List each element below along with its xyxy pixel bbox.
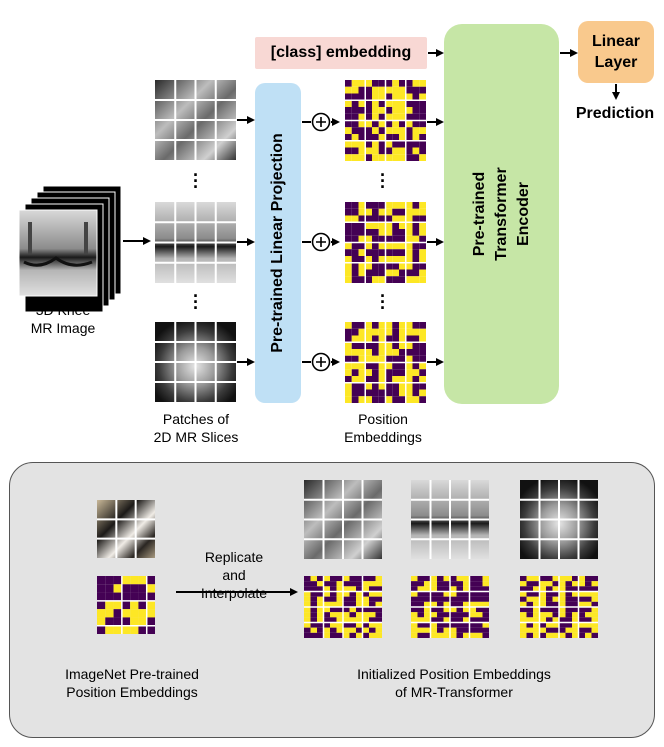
transformer-encoder-box [444, 24, 559, 404]
patch-grid-middle [155, 202, 236, 283]
arrows [123, 49, 620, 596]
circled-plus-icon [311, 352, 331, 372]
mr-slice-grid-3 [520, 480, 598, 559]
position-embedding-grid-bottom [345, 322, 426, 403]
transformer-encoder-text: Pre-trained Transformer Encoder [470, 167, 532, 261]
knee-volume-stack [18, 185, 122, 313]
linear-layer-label: Linear Layer [591, 33, 640, 71]
position-embedding-grid-middle [345, 202, 426, 283]
linear-layer-box [578, 21, 654, 83]
initialized-position-embedding-grid-3 [520, 576, 598, 638]
position-embeddings-label: Position Embeddings [344, 411, 422, 445]
ellipsis-dots: ··· [380, 165, 386, 197]
patch-grid-top [155, 80, 236, 160]
initialized-position-embedding-grid-1 [304, 576, 382, 638]
position-embedding-grid-top [345, 80, 426, 161]
class-embedding-box [255, 37, 427, 69]
patches-label: Patches of 2D MR Slices [153, 411, 239, 445]
imagenet-pe-label: ImageNet Pre-trained Position Embeddings [65, 666, 199, 700]
initialized-pe-label: Initialized Position Embeddings of MR-Tr… [357, 666, 551, 700]
prediction-label: Prediction [575, 105, 655, 122]
transformer-encoder-label: Pre-trained Transformer Encoder [444, 24, 559, 404]
mr-slice-grid-2 [411, 480, 489, 559]
linear-projection-box [255, 83, 301, 403]
linear-projection-text: Pre-trained Linear Projection [269, 133, 286, 353]
replicate-interpolate-label: Replicate and Interpolate [200, 549, 268, 601]
ellipsis-dots: ··· [193, 165, 199, 197]
class-embedding-label: [class] embedding [270, 44, 412, 61]
mr-slice-grid-1 [304, 480, 382, 559]
dog-image-grid [97, 500, 155, 558]
patch-grid-bottom [155, 322, 236, 402]
circled-plus-icon [311, 232, 331, 252]
ellipsis-dots: ··· [380, 286, 386, 318]
circled-plus-icon [311, 112, 331, 132]
knee-image-label: 3D Knee MR Image [30, 302, 96, 336]
linear-projection-label: Pre-trained Linear Projection [255, 83, 301, 403]
initialized-position-embedding-grid-2 [411, 576, 489, 638]
ellipsis-dots: ··· [193, 286, 199, 318]
imagenet-position-embedding-grid [97, 576, 155, 634]
